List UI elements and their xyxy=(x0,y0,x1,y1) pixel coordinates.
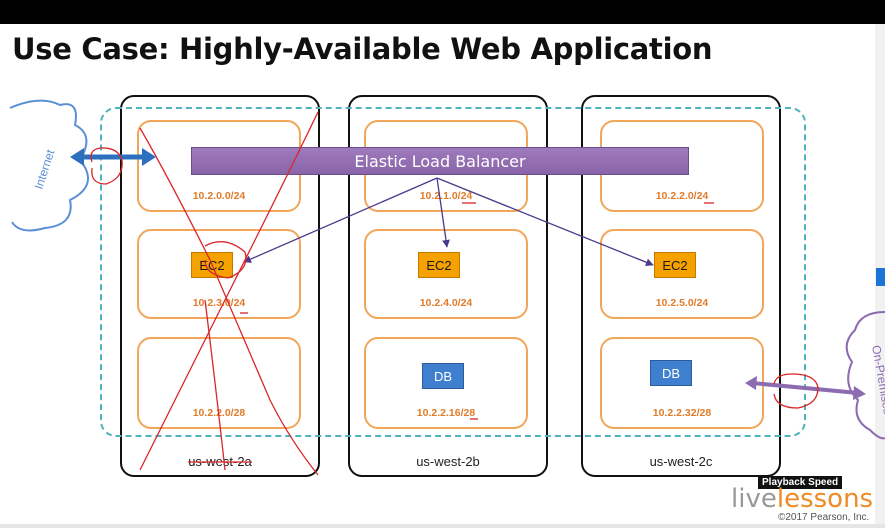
on-premises-connection-arrow xyxy=(745,376,866,400)
subnet-cidr: 10.2.2.0/24 xyxy=(655,190,709,202)
instance-label: EC2 xyxy=(654,252,696,278)
elb-label: Elastic Load Balancer xyxy=(354,152,526,171)
subnet-cidr: 10.2.4.0/24 xyxy=(419,297,473,309)
subnet-cidr: 10.2.5.0/24 xyxy=(655,297,709,309)
side-panel-button[interactable] xyxy=(876,268,885,286)
livelessons-logo: livelessons xyxy=(731,484,873,514)
subnet-cidr: 10.2.2.16/28 xyxy=(416,407,476,419)
copyright: ©2017 Pearson, Inc. xyxy=(778,512,870,523)
on-premises-cloud-icon xyxy=(845,311,885,440)
internet-label: Internet xyxy=(32,147,58,191)
ec2-instance-icon: EC2 xyxy=(418,246,466,278)
subnet-cidr: 10.2.0.0/24 xyxy=(192,190,246,202)
brand-live: live xyxy=(731,484,777,514)
instance-label: DB xyxy=(650,360,692,386)
subnet-cidr: 10.2.1.0/24 xyxy=(419,190,473,202)
database-icon: DB xyxy=(650,354,698,386)
zone-label: us-west-2b xyxy=(416,454,480,469)
elb-traffic-arrows xyxy=(243,177,654,266)
internet-connection-arrow xyxy=(70,148,156,166)
ec2-instance-icon: EC2 xyxy=(654,246,702,278)
elastic-load-balancer: Elastic Load Balancer xyxy=(191,147,689,175)
vpc-boundary xyxy=(100,107,806,437)
subnet-cidr: 10.2.2.32/28 xyxy=(652,407,712,419)
zone-us-west-2c: us-west-2c xyxy=(581,95,781,477)
instance-label: DB xyxy=(422,363,464,389)
top-bar xyxy=(0,0,885,24)
bottom-bar xyxy=(0,524,885,528)
zone-us-west-2b: us-west-2b xyxy=(348,95,548,477)
playback-speed-button[interactable]: Playback Speed xyxy=(758,476,843,489)
zone-label: us-west-2c xyxy=(649,454,713,469)
on-premises-label: On-Premises xyxy=(869,344,885,415)
database-icon: DB xyxy=(422,357,470,389)
instance-label: EC2 xyxy=(418,252,460,278)
brand-lessons: lessons xyxy=(776,484,874,514)
slide-title: Use Case: Highly-Available Web Applicati… xyxy=(12,32,713,66)
red-annotations xyxy=(90,111,819,476)
